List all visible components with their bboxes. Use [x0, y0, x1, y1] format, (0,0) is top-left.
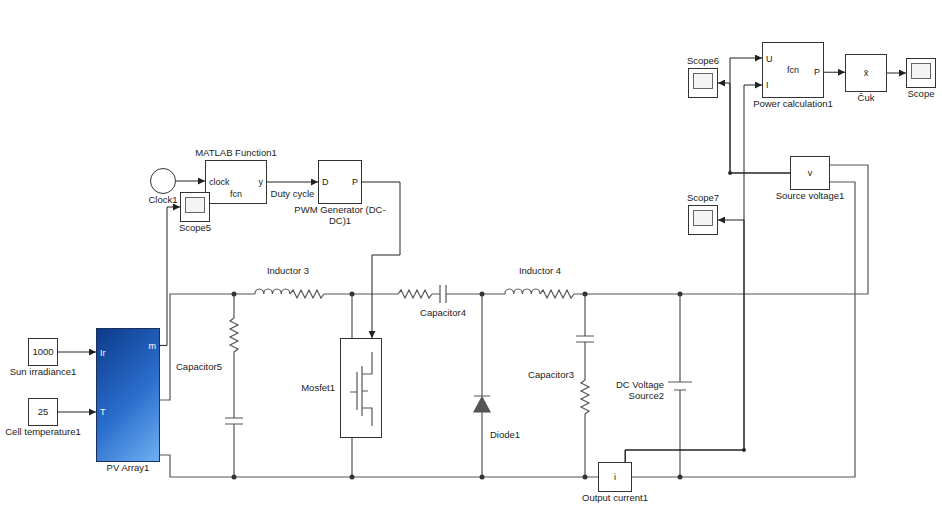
signal-line	[58, 412, 96, 413]
signal-line	[887, 73, 906, 74]
block-name: Mosfet1	[301, 383, 335, 394]
component-name: Diode1	[490, 430, 520, 441]
diode-symbol	[474, 397, 490, 412]
mosfet-wire	[351, 294, 352, 477]
port-label: y	[259, 177, 264, 187]
diode-branch	[474, 294, 490, 477]
block-name: PWM Generator (DC-DC)1	[290, 205, 390, 227]
scope-block: Scope6	[688, 68, 718, 98]
port-label: clock	[209, 177, 230, 187]
port-label: D	[322, 177, 329, 187]
mean-block: x̄Čuk	[845, 54, 887, 92]
port-label: v	[808, 168, 813, 178]
block-name: Scope	[908, 89, 935, 100]
scope-block: Scope7	[688, 205, 718, 235]
port-label: i	[614, 472, 616, 482]
matlab-function-block: clockfcnyMATLAB Function1	[205, 160, 267, 204]
component-name: Inductor 4	[519, 266, 561, 277]
component-name: Capacitor5	[176, 362, 222, 373]
capacitor-symbol	[440, 285, 446, 303]
junction-dot	[232, 475, 237, 480]
junction-dot	[232, 292, 237, 297]
block-name: PV Array1	[107, 463, 150, 474]
block-name: Power calculation1	[753, 99, 833, 110]
resistor-symbol	[398, 290, 432, 298]
constant-block: 25Cell temperature1	[28, 398, 58, 426]
block-name: Clock1	[148, 195, 177, 206]
block-name: Output current1	[582, 493, 648, 504]
resistor-symbol	[540, 290, 574, 298]
junction-dot	[480, 475, 485, 480]
junction-dot	[583, 292, 588, 297]
port-label: I	[766, 79, 769, 89]
inductor-coil	[505, 289, 540, 294]
junction-dot	[350, 292, 355, 297]
scope-block: Scope5	[180, 192, 210, 222]
signal-line	[160, 207, 180, 345]
port-label: m	[149, 341, 157, 351]
component-name: Capacitor4	[420, 308, 466, 319]
signal-name: Duty cycle	[270, 188, 316, 199]
component-name: DC Voltage Source2	[604, 380, 664, 402]
capacitor-branch	[576, 294, 594, 477]
signal-line	[824, 72, 845, 73]
scope-block: Scope	[906, 58, 936, 88]
port-label: fcn	[230, 189, 242, 199]
block-name: Scope7	[687, 193, 719, 204]
resistor-symbol	[290, 290, 324, 298]
port-label: P	[352, 177, 358, 187]
matlab-function-block: UIfcnPPower calculation1	[762, 42, 824, 98]
current-measurement-block: iOutput current1	[598, 462, 632, 492]
mosfet-block: Mosfet1	[340, 338, 382, 438]
pv-array-block: IrTmPV Array1	[96, 328, 160, 462]
port-label: U	[766, 53, 773, 63]
block-value: 25	[38, 407, 49, 418]
block-value: x̄	[864, 68, 869, 79]
port-label: P	[814, 67, 820, 77]
capacitor-branch	[225, 294, 243, 477]
signal-line	[58, 352, 96, 353]
pwm-generator-block: DPPWM Generator (DC-DC)1	[318, 160, 362, 204]
block-name: MATLAB Function1	[195, 148, 277, 159]
junction-dot	[350, 475, 355, 480]
signal-line	[176, 181, 205, 182]
block-name: Scope6	[687, 56, 719, 67]
block-name: Čuk	[858, 93, 875, 104]
component-name: Capacitor3	[528, 370, 574, 381]
clock-block: Clock1	[150, 168, 176, 194]
block-name: Sun irradiance1	[10, 367, 77, 378]
block-name: Source voltage1	[776, 191, 845, 202]
junction-dot	[678, 292, 683, 297]
block-name: Cell temperature1	[5, 427, 81, 438]
inductor-coil	[255, 289, 290, 294]
signal-line	[625, 85, 762, 462]
block-name: Scope5	[179, 223, 211, 234]
voltage-measurement-block: vSource voltage1	[790, 156, 830, 190]
component-name: Inductor 3	[267, 266, 309, 277]
junction-dot	[480, 292, 485, 297]
bottom-wire	[160, 182, 855, 477]
port-label: fcn	[787, 65, 799, 75]
mosfet-symbol	[350, 352, 372, 426]
signal-line	[267, 182, 318, 183]
junction-dot	[678, 475, 683, 480]
port-label: Ir	[100, 348, 106, 358]
junction-dot	[583, 475, 588, 480]
block-value: 1000	[32, 347, 53, 358]
signal-line	[625, 220, 744, 462]
port-label: T	[100, 407, 106, 417]
constant-block: 1000Sun irradiance1	[28, 338, 58, 366]
